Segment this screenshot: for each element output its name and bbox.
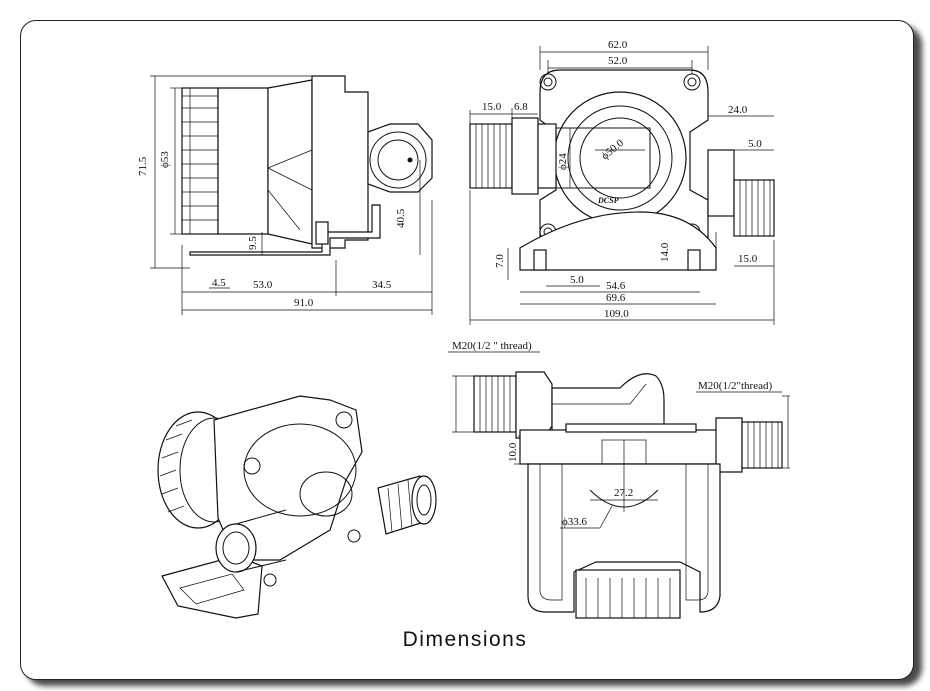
logo-mark: DCSP bbox=[597, 196, 619, 205]
dim-width-bolt: 52.0 bbox=[608, 55, 628, 67]
dim-span-mid: 69.6 bbox=[606, 292, 626, 304]
diagram-caption: Dimensions bbox=[402, 628, 528, 651]
dim-inner-diameter: 27.2 bbox=[614, 487, 633, 499]
dim-foot-height-right: 14.0 bbox=[659, 242, 671, 262]
dim-outlet-height: 40.5 bbox=[395, 208, 407, 228]
dim-body-length: 53.0 bbox=[253, 279, 273, 291]
dim-span-inner: 54.6 bbox=[606, 280, 626, 292]
diagram-card bbox=[20, 20, 914, 680]
dim-foot-width: 5.0 bbox=[570, 274, 584, 286]
dim-foot-height: 9.5 bbox=[247, 236, 259, 250]
dim-outlet-offset: 24.0 bbox=[728, 104, 748, 116]
dim-outlet-step: 5.0 bbox=[748, 138, 762, 150]
dim-outlet-length: 34.5 bbox=[372, 279, 392, 291]
isometric-view bbox=[157, 395, 437, 619]
bottom-view bbox=[448, 351, 790, 619]
dim-height-step: 10.0 bbox=[507, 442, 519, 462]
dim-outlet-end: 15.0 bbox=[738, 253, 758, 265]
dim-bore: ϕ24 bbox=[557, 153, 569, 170]
label-thread-right: M20(1/2"thread) bbox=[698, 380, 772, 392]
dim-flange: 6.8 bbox=[514, 101, 528, 113]
dim-foot-height-left: 7.0 bbox=[494, 254, 506, 268]
label-thread-left: M20(1/2 " thread) bbox=[452, 340, 532, 352]
side-view bbox=[150, 75, 433, 315]
dim-width-outer: 62.0 bbox=[608, 39, 628, 51]
dim-span-total: 109.0 bbox=[604, 308, 629, 320]
dim-outer-diameter: ϕ33.6 bbox=[562, 516, 588, 528]
front-view: DCSP bbox=[469, 46, 775, 325]
dim-height-overall: 71.5 bbox=[137, 156, 149, 176]
dim-diameter-body: ϕ53 bbox=[159, 151, 171, 168]
dim-total-length: 91.0 bbox=[294, 297, 314, 309]
dim-foot-offset: 4.5 bbox=[212, 277, 226, 289]
dim-inlet-length: 15.0 bbox=[482, 101, 502, 113]
